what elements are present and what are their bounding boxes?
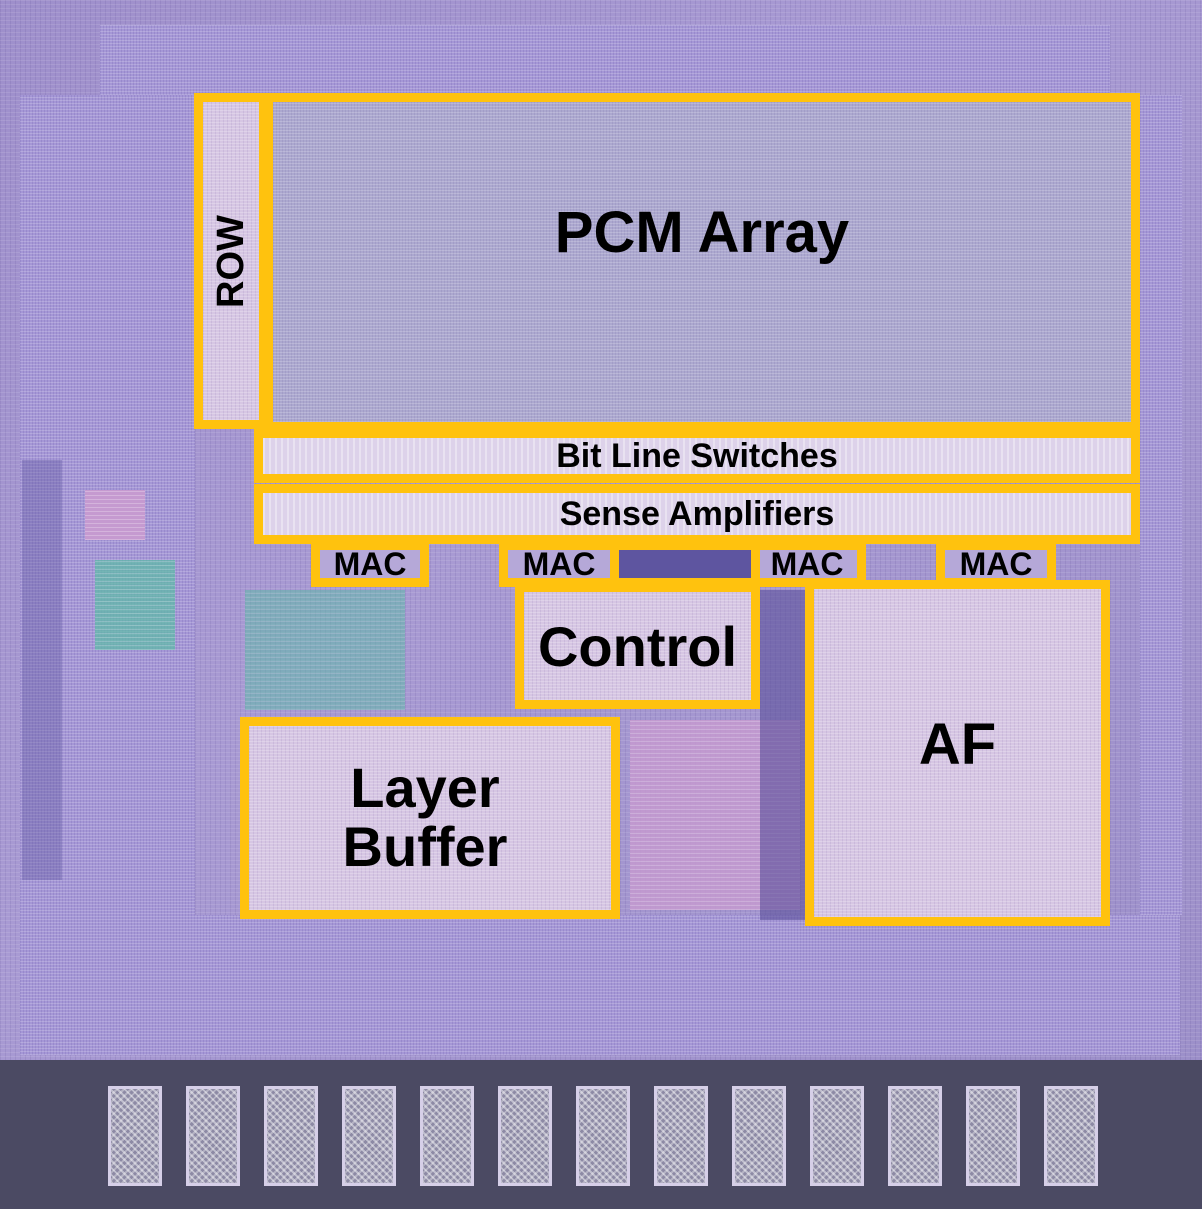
io-pad	[186, 1086, 240, 1186]
io-pad	[888, 1086, 942, 1186]
teal-cells-center	[245, 590, 405, 710]
pcm-array-block: PCM Array	[264, 93, 1140, 431]
bit-line-switches-label: Bit Line Switches	[556, 436, 838, 475]
teal-cells-left	[95, 560, 175, 650]
sense-amplifiers-block: Sense Amplifiers	[254, 484, 1140, 544]
logic-region-top	[100, 25, 1110, 95]
logic-region-right	[1140, 95, 1182, 915]
mac-unit-3: MAC	[748, 541, 866, 587]
layer-buffer-label-line2: Buffer	[342, 815, 508, 878]
io-pad	[966, 1086, 1020, 1186]
activation-function-label: AF	[918, 711, 997, 777]
io-pad	[420, 1086, 474, 1186]
activation-function-block: AF	[805, 580, 1110, 926]
io-pad	[498, 1086, 552, 1186]
mac-unit-1: MAC	[311, 541, 429, 587]
layer-buffer-block: Layer Buffer	[240, 717, 620, 919]
mac-unit-2: MAC	[499, 541, 619, 587]
control-block: Control	[515, 583, 760, 709]
routing-channel-center	[760, 590, 805, 920]
mac-bus-link	[610, 541, 760, 587]
io-pad	[732, 1086, 786, 1186]
row-decoder-block: ROW	[194, 93, 268, 429]
io-pad	[264, 1086, 318, 1186]
routing-channel-left	[22, 460, 62, 880]
pcm-array-label: PCM Array	[554, 199, 850, 265]
bit-line-switches-block: Bit Line Switches	[254, 429, 1140, 483]
mac-label-1: MAC	[333, 545, 407, 582]
io-pad	[576, 1086, 630, 1186]
io-pad-row	[0, 1060, 1202, 1209]
logic-region-bottom	[20, 915, 1180, 1055]
mac-label-4: MAC	[959, 545, 1033, 582]
mac-label-3: MAC	[770, 545, 844, 582]
io-pad	[1044, 1086, 1098, 1186]
layer-buffer-label-line1: Layer	[350, 756, 500, 820]
io-pad	[654, 1086, 708, 1186]
control-label: Control	[537, 614, 738, 678]
mac-label-2: MAC	[522, 545, 596, 582]
sense-amplifiers-label: Sense Amplifiers	[559, 494, 835, 533]
io-pad	[108, 1086, 162, 1186]
io-pad	[810, 1086, 864, 1186]
row-decoder-label: ROW	[209, 214, 252, 308]
io-pad	[342, 1086, 396, 1186]
pink-cells-left	[85, 490, 145, 540]
